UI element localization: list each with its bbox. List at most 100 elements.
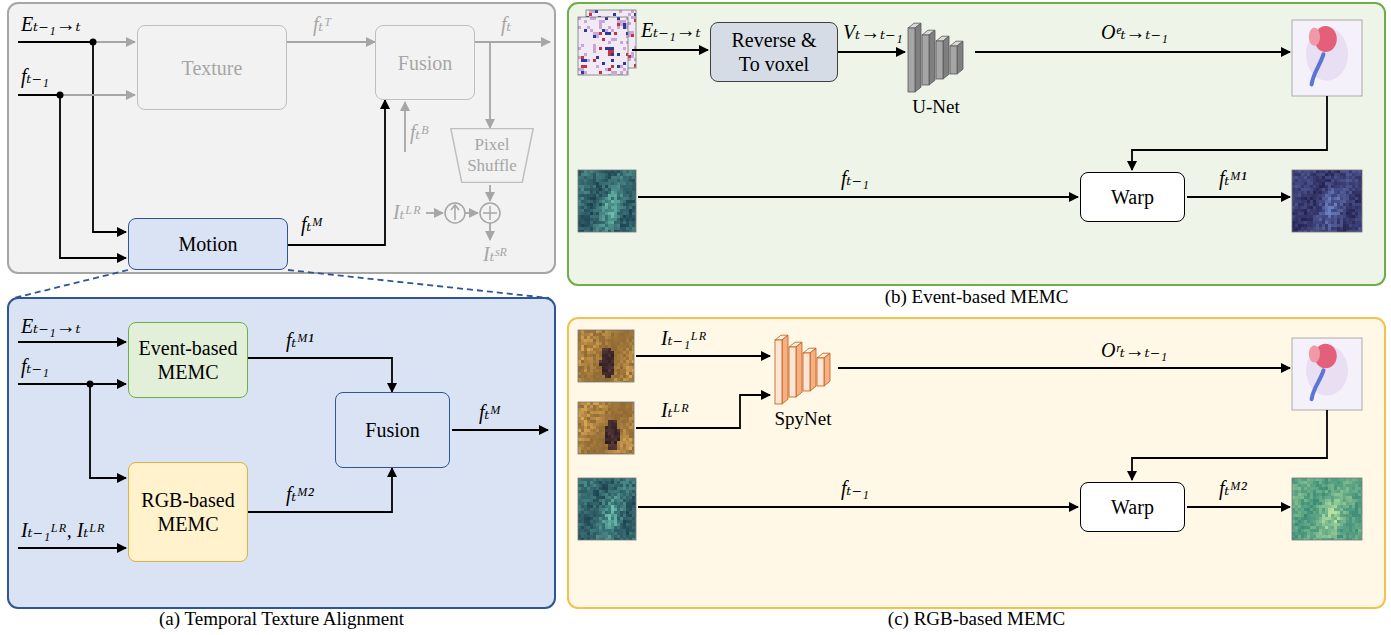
pixel bbox=[599, 363, 602, 366]
pixel bbox=[605, 53, 608, 56]
pixel bbox=[590, 17, 593, 20]
pixel bbox=[593, 215, 596, 218]
pixel bbox=[578, 59, 581, 62]
pixel bbox=[629, 348, 632, 351]
pixel bbox=[605, 56, 608, 59]
pixel bbox=[602, 173, 605, 176]
pixel bbox=[629, 212, 632, 215]
pixel bbox=[596, 170, 599, 173]
pixel bbox=[1343, 173, 1346, 176]
pixel bbox=[617, 197, 620, 200]
pixel bbox=[605, 68, 608, 71]
pixel bbox=[1358, 227, 1361, 230]
pixel bbox=[617, 68, 620, 71]
pixel bbox=[617, 342, 620, 345]
pixel bbox=[596, 212, 599, 215]
pixel bbox=[629, 372, 632, 375]
pixel bbox=[632, 182, 635, 185]
pixel bbox=[614, 62, 617, 65]
pixel bbox=[587, 50, 590, 53]
pixel bbox=[617, 41, 620, 44]
pixel bbox=[1328, 221, 1331, 224]
pixel bbox=[1310, 227, 1313, 230]
pixel bbox=[599, 209, 602, 212]
pixel bbox=[596, 366, 599, 369]
pixel bbox=[1316, 203, 1319, 206]
pixel bbox=[614, 26, 617, 29]
pixel bbox=[605, 209, 608, 212]
pixel bbox=[587, 71, 590, 74]
pixel bbox=[1298, 194, 1301, 197]
pixel bbox=[604, 13, 607, 16]
pixel bbox=[593, 62, 596, 65]
pixel bbox=[628, 34, 631, 37]
pixel bbox=[599, 191, 602, 194]
pixel bbox=[1298, 224, 1301, 227]
pixel bbox=[623, 44, 626, 47]
pixel bbox=[623, 224, 626, 227]
pixel bbox=[590, 336, 593, 339]
pixel bbox=[602, 41, 605, 44]
pixel bbox=[587, 35, 590, 38]
pixel bbox=[581, 209, 584, 212]
pixel bbox=[596, 203, 599, 206]
pixel bbox=[590, 227, 593, 230]
pixel bbox=[596, 26, 599, 29]
pixel bbox=[1313, 203, 1316, 206]
pixel bbox=[596, 336, 599, 339]
pixel bbox=[611, 333, 614, 336]
pixel bbox=[608, 188, 611, 191]
pixel bbox=[599, 38, 602, 41]
pixel bbox=[593, 375, 596, 378]
pixel bbox=[590, 224, 593, 227]
pixel bbox=[608, 339, 611, 342]
pixel bbox=[626, 336, 629, 339]
pixel bbox=[631, 64, 634, 67]
pixel bbox=[584, 369, 587, 372]
pixel bbox=[1304, 194, 1307, 197]
pixel bbox=[1328, 203, 1331, 206]
pixel bbox=[611, 29, 614, 32]
pixel bbox=[1334, 224, 1337, 227]
pixel bbox=[628, 49, 631, 52]
pixel bbox=[1328, 173, 1331, 176]
pixel bbox=[590, 29, 593, 32]
pixel bbox=[614, 203, 617, 206]
pixel bbox=[614, 221, 617, 224]
pixel bbox=[578, 29, 581, 32]
pixel bbox=[595, 10, 598, 13]
pixel bbox=[1313, 173, 1316, 176]
pixel bbox=[623, 360, 626, 363]
pixel bbox=[1352, 197, 1355, 200]
pixel bbox=[1310, 203, 1313, 206]
pixel bbox=[1340, 170, 1343, 173]
pixel bbox=[602, 185, 605, 188]
pixel bbox=[623, 339, 626, 342]
pixel bbox=[605, 348, 608, 351]
pixel bbox=[1316, 224, 1319, 227]
pixel bbox=[587, 53, 590, 56]
pixel bbox=[602, 197, 605, 200]
pixel bbox=[596, 62, 599, 65]
pixel bbox=[1292, 185, 1295, 188]
pixel bbox=[614, 405, 617, 408]
pixel bbox=[1307, 209, 1310, 212]
pixel bbox=[1349, 188, 1352, 191]
pixel bbox=[1307, 212, 1310, 215]
pixel bbox=[1304, 176, 1307, 179]
pixel bbox=[1298, 212, 1301, 215]
pixel bbox=[587, 29, 590, 32]
pixel bbox=[584, 23, 587, 26]
pixel bbox=[605, 366, 608, 369]
pixel bbox=[617, 26, 620, 29]
pixel bbox=[628, 61, 631, 64]
pixel bbox=[1355, 197, 1358, 200]
pixel bbox=[620, 354, 623, 357]
pixel bbox=[632, 224, 635, 227]
pixel bbox=[620, 209, 623, 212]
pixel bbox=[599, 17, 602, 20]
pixel bbox=[614, 191, 617, 194]
pixel bbox=[584, 212, 587, 215]
pixel bbox=[620, 360, 623, 363]
